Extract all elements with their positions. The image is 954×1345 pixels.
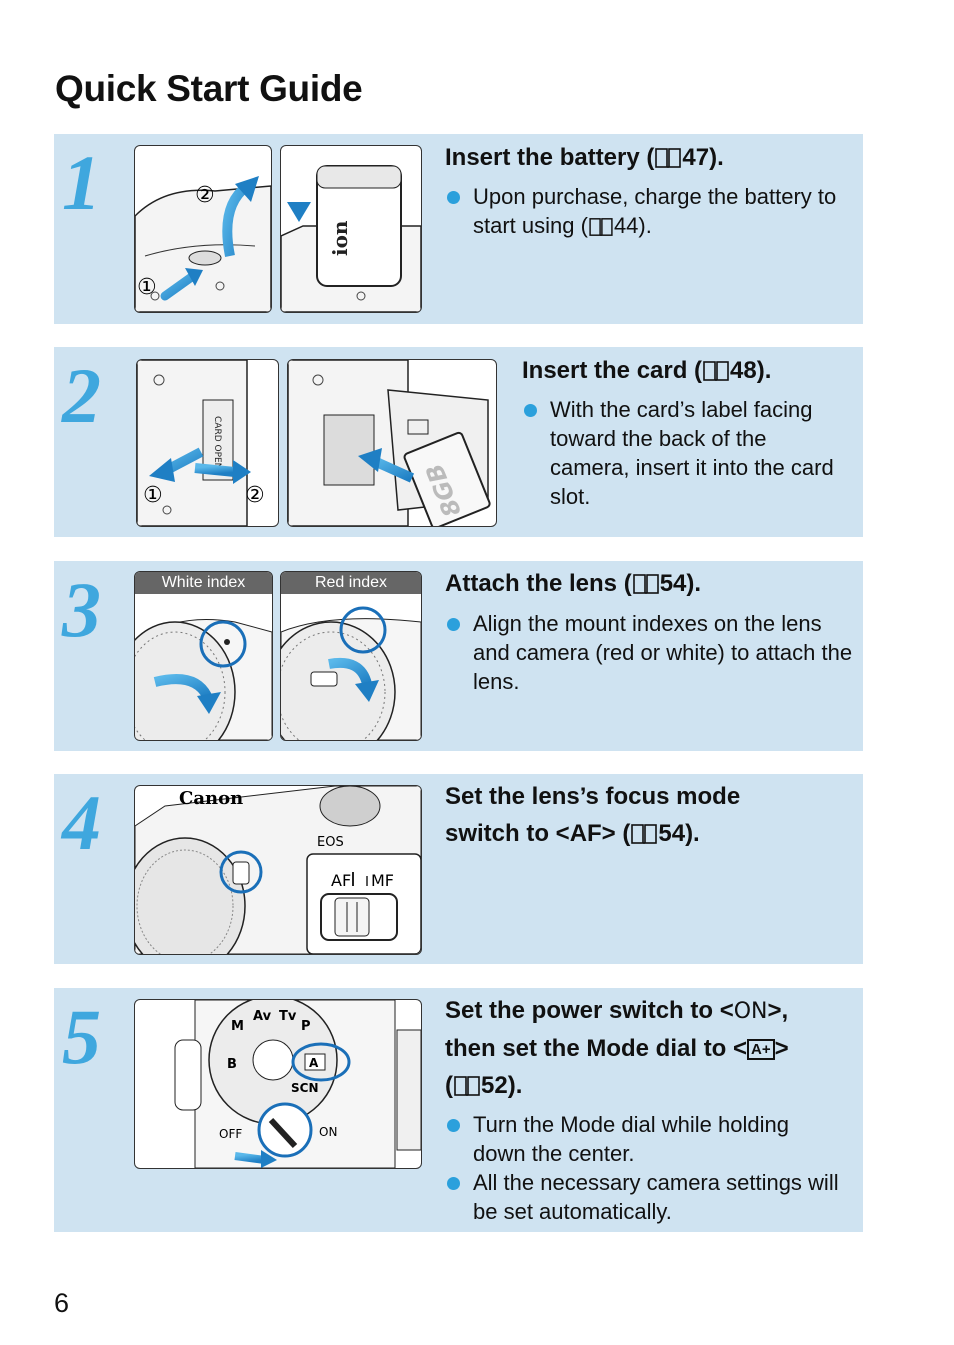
- step-number: 1: [62, 139, 101, 226]
- callout-2: ②: [245, 483, 265, 508]
- step-2-panel: 2 CARD OPEN ① ② 8GB: [54, 347, 863, 537]
- bullet-item: With the card’s label facing toward the …: [522, 395, 842, 511]
- battery-insert-photo: ion: [280, 145, 422, 313]
- step-number: 2: [62, 352, 101, 439]
- step-1-panel: 1 ① ② ion Insert the battery (47).: [54, 134, 863, 324]
- step-5-heading: Set the power switch to <ON>, then set t…: [445, 997, 789, 1099]
- step-1-heading: Insert the battery (47).: [445, 144, 724, 171]
- book-icon: [633, 573, 659, 595]
- card-door-open-photo: CARD OPEN ① ②: [136, 359, 279, 527]
- bullet-item: Upon purchase, charge the battery to sta…: [445, 182, 855, 240]
- callout-2: ②: [195, 183, 215, 208]
- svg-text:Tv: Tv: [279, 1009, 297, 1024]
- svg-text:CARD OPEN: CARD OPEN: [212, 416, 222, 469]
- on-label: ON: [319, 1125, 337, 1139]
- callout-1: ①: [143, 483, 163, 508]
- mf-label: MF: [371, 871, 394, 890]
- book-icon: [655, 147, 681, 169]
- svg-text:SCN: SCN: [291, 1081, 319, 1095]
- bullet-item: Turn the Mode dial while holding down th…: [445, 1110, 845, 1168]
- step-3-bullets: Align the mount indexes on the lens and …: [445, 609, 857, 696]
- step-4-panel: 4 Canon EOS AF MF Set the lens’s focus m…: [54, 774, 863, 964]
- step-5-bullets: Turn the Mode dial while holding down th…: [445, 1110, 845, 1226]
- white-index-label: White index: [135, 572, 272, 594]
- svg-text:Av: Av: [253, 1009, 272, 1024]
- mode-dial-photo: M Av Tv P B SCN A OFF ON: [134, 999, 422, 1169]
- white-index-photo: White index: [134, 571, 273, 741]
- step-2-heading: Insert the card (48).: [522, 357, 772, 384]
- callout-1: ①: [137, 275, 157, 300]
- svg-text:A: A: [309, 1056, 319, 1070]
- bullet-item: All the necessary camera settings will b…: [445, 1168, 845, 1226]
- step-1-bullets: Upon purchase, charge the battery to sta…: [445, 182, 855, 240]
- book-icon: [703, 360, 729, 382]
- bullet-item: Align the mount indexes on the lens and …: [445, 609, 857, 696]
- svg-text:ion: ion: [328, 220, 352, 256]
- step-number: 4: [62, 779, 101, 866]
- step-4-heading: Set the lens’s focus mode switch to <AF>…: [445, 783, 741, 847]
- step-3-panel: 3 White index Red index Attach the lens …: [54, 561, 863, 751]
- scene-intelligent-auto-symbol: A+: [747, 1039, 775, 1060]
- step-3-heading: Attach the lens (54).: [445, 570, 702, 597]
- page-number: 6: [54, 1288, 70, 1318]
- svg-text:P: P: [301, 1019, 311, 1034]
- step-5-panel: 5 M Av Tv P B SCN A OFF ON Set the power…: [54, 988, 863, 1232]
- focus-switch-photo: Canon EOS AF MF: [134, 785, 422, 955]
- card-insert-photo: 8GB: [287, 359, 497, 527]
- step-number: 3: [62, 566, 101, 653]
- svg-text:B: B: [227, 1057, 237, 1072]
- book-icon: [631, 823, 657, 845]
- battery-door-photo: ① ②: [134, 145, 272, 313]
- book-icon: [589, 217, 613, 237]
- power-on-symbol: ON: [733, 999, 768, 1024]
- step-2-bullets: With the card’s label facing toward the …: [522, 395, 842, 511]
- off-label: OFF: [219, 1127, 242, 1141]
- svg-text:M: M: [231, 1019, 244, 1034]
- camera-brand: Canon: [179, 788, 243, 809]
- red-index-photo: Red index: [280, 571, 422, 741]
- camera-model: EOS: [317, 835, 344, 850]
- af-label: AF: [331, 871, 351, 890]
- red-index-label: Red index: [281, 572, 421, 594]
- page-title: Quick Start Guide: [55, 68, 363, 109]
- book-icon: [454, 1075, 480, 1097]
- step-number: 5: [62, 993, 101, 1080]
